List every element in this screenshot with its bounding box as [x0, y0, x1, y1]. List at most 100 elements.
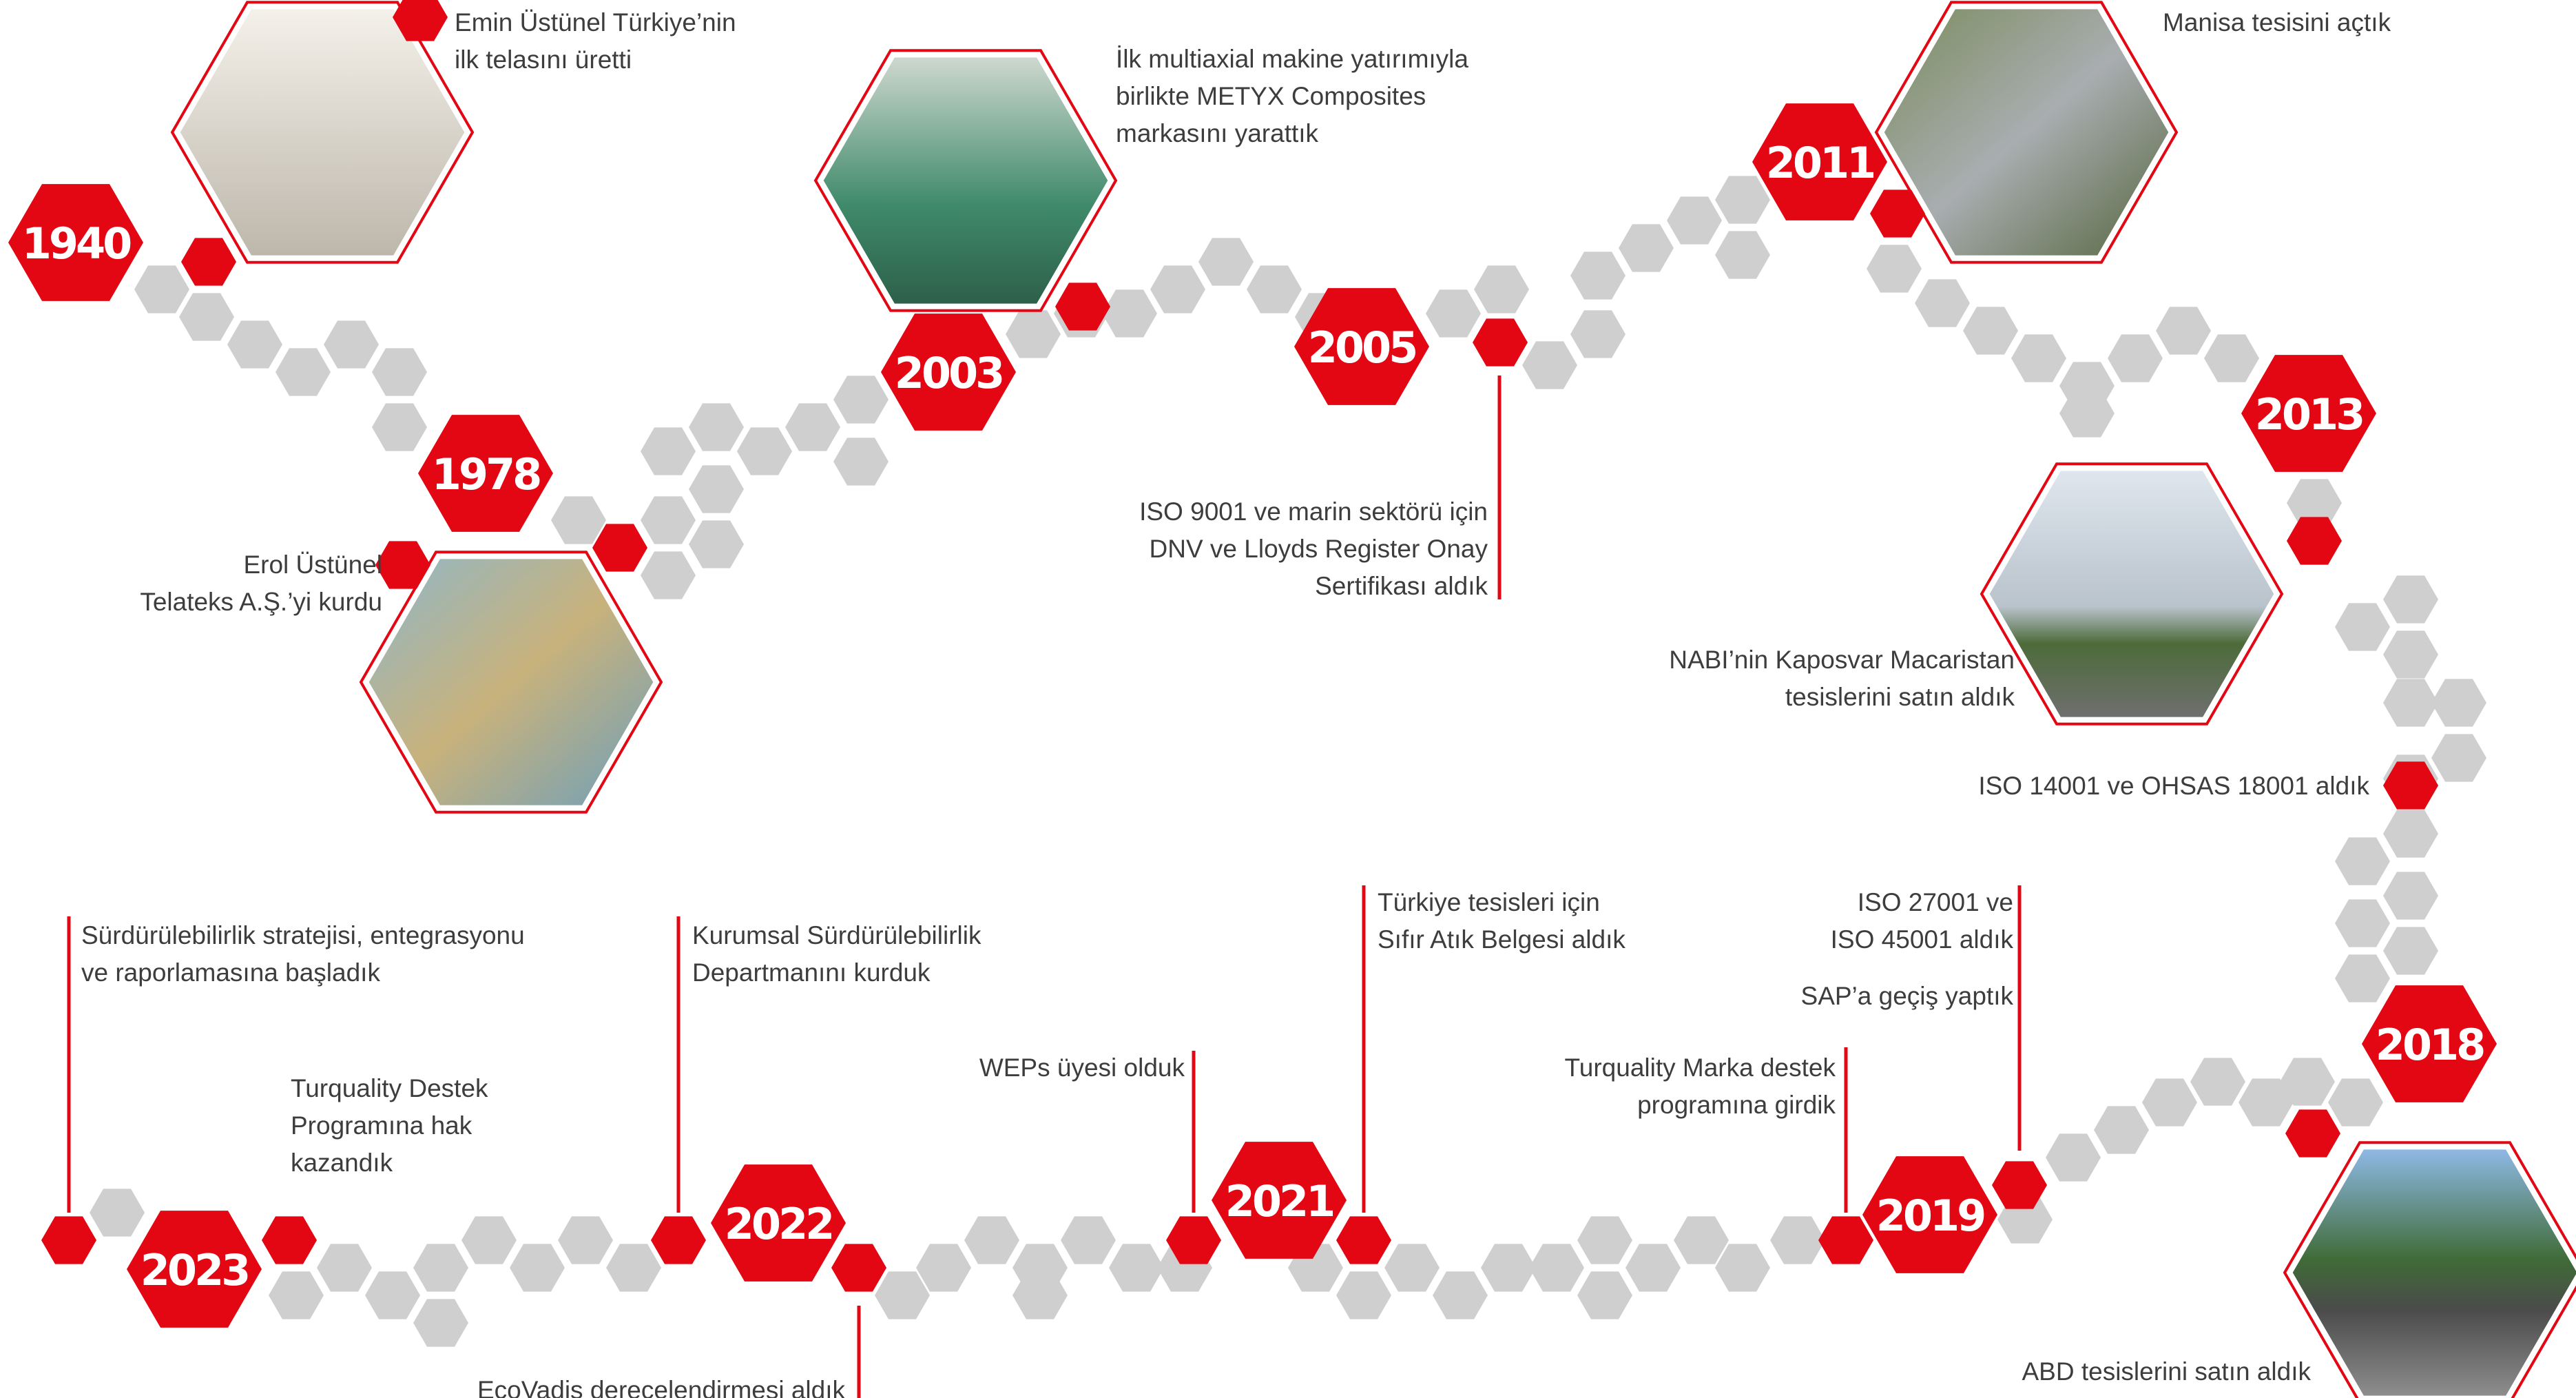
- connector-hexagon: [2431, 734, 2486, 782]
- connector-hexagon: [2383, 927, 2438, 975]
- connector-hexagon: [558, 1216, 613, 1264]
- connector-hexagon: [134, 265, 189, 313]
- photo-hexagons: [170, 1, 2576, 1398]
- milestone-label: WEPs üyesi olduk: [979, 1053, 1185, 1082]
- connector-hexagon: [179, 293, 234, 341]
- year-badge-2005: 2005: [1294, 288, 1429, 405]
- year-badge-2018: 2018: [2362, 985, 2497, 1102]
- connector-hexagon: [1867, 245, 1922, 293]
- connector-hexagon: [2280, 1058, 2335, 1106]
- year-label: 1940: [22, 218, 131, 269]
- year-label: 2005: [1308, 322, 1416, 373]
- connector-hexagon: [1474, 265, 1529, 313]
- connector-hexagon: [461, 1216, 517, 1264]
- connector-hexagon: [1006, 310, 1061, 358]
- connector-hexagon: [317, 1244, 372, 1292]
- connector-hexagon: [2335, 837, 2390, 885]
- connector-hexagon: [276, 348, 331, 396]
- connector-hexagon: [833, 376, 889, 424]
- connector-hexagon: [1247, 265, 1302, 313]
- marker-hexagon: [1818, 1216, 1873, 1264]
- year-label: 2011: [1766, 138, 1874, 188]
- connector-hexagon: [2094, 1106, 2149, 1154]
- connector-hexagon: [737, 427, 792, 475]
- marker-hexagon: [1870, 189, 1925, 238]
- connector-hexagon: [2383, 810, 2438, 858]
- milestone-label: ISO 14001 ve OHSAS 18001 aldık: [1978, 772, 2369, 800]
- connector-hexagon: [689, 465, 744, 513]
- connector-hexagon: [641, 496, 696, 544]
- factory-machinery-photo: [813, 49, 1118, 312]
- connector-hexagon: [2239, 1078, 2294, 1127]
- marker-hexagon: [41, 1216, 96, 1264]
- marker-hexagon: [1166, 1216, 1221, 1264]
- connector-hexagon: [2142, 1078, 2197, 1127]
- connector-hexagon: [269, 1271, 324, 1319]
- connector-hexagon: [2190, 1058, 2245, 1106]
- connector-hexagon: [1336, 1271, 1391, 1319]
- year-badge-2011: 2011: [1752, 103, 1887, 220]
- connector-hexagon: [1109, 1244, 1164, 1292]
- connector-hexagon: [641, 551, 696, 599]
- connector-hexagon: [365, 1271, 420, 1319]
- connector-hexagon: [1570, 251, 1625, 300]
- connector-hexagon: [2383, 872, 2438, 920]
- connector-hexagon: [1198, 238, 1254, 286]
- connector-hexagon: [413, 1244, 468, 1292]
- connector-hexagon: [2335, 899, 2390, 947]
- connector-hexagon: [2108, 334, 2163, 382]
- vintage-portrait-photo: [170, 1, 475, 264]
- connector-hexagon: [833, 438, 889, 486]
- connector-hexagon: [1577, 1216, 1632, 1264]
- connector-hexagon: [1715, 231, 1770, 279]
- connector-hexagon: [1715, 1244, 1770, 1292]
- year-label: 2022: [725, 1199, 833, 1249]
- connector-hexagon: [1577, 1271, 1632, 1319]
- connector-hexagon: [916, 1244, 971, 1292]
- connector-hexagon: [1529, 1244, 1584, 1292]
- marker-hexagon: [592, 524, 647, 572]
- connector-hexagon: [2383, 575, 2438, 624]
- connector-hexagon: [2335, 954, 2390, 1003]
- year-badge-2022: 2022: [711, 1164, 846, 1282]
- marker-hexagon: [1473, 318, 1528, 367]
- milestone-label: EcoVadis derecelendirmesi aldık: [477, 1376, 846, 1398]
- marker-hexagon: [393, 0, 448, 41]
- connector-hexagon: [689, 520, 744, 568]
- year-badge-2021: 2021: [1212, 1142, 1347, 1259]
- year-label: 2019: [1876, 1191, 1984, 1241]
- connector-hexagon: [2383, 679, 2438, 727]
- milestone-label: Sürdürülebilirlik stratejisi, entegrasyo…: [81, 921, 525, 987]
- marker-hexagon: [262, 1216, 317, 1264]
- marker-hexagon: [831, 1244, 886, 1292]
- connector-hexagon: [227, 320, 282, 369]
- connector-hexagon: [1061, 1216, 1116, 1264]
- connector-hexagon: [875, 1271, 930, 1319]
- year-badge-2019: 2019: [1862, 1156, 1997, 1273]
- year-label: 2013: [2255, 389, 2363, 440]
- marker-hexagon: [2383, 761, 2438, 810]
- milestone-label: Manisa tesisini açtık: [2163, 8, 2391, 37]
- connector-hexagon: [324, 320, 379, 369]
- marker-hexagon: [1992, 1161, 2047, 1209]
- red-marker-hexagons: [41, 0, 2438, 1292]
- marker-hexagon: [2287, 517, 2342, 565]
- connector-hexagon: [1715, 176, 1770, 224]
- marker-hexagon: [2285, 1109, 2340, 1158]
- connector-hexagon: [2059, 389, 2115, 438]
- connector-hexagon: [785, 403, 840, 451]
- connector-hexagon: [2204, 334, 2259, 382]
- connector-hexagon: [510, 1244, 565, 1292]
- year-badge-2023: 2023: [127, 1211, 262, 1328]
- connector-hexagon: [1481, 1244, 1536, 1292]
